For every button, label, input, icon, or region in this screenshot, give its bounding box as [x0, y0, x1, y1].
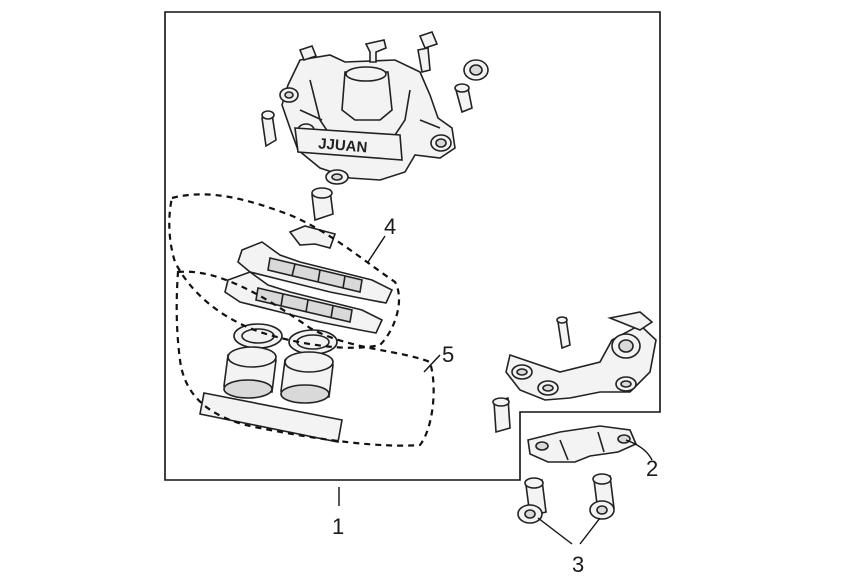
- callout-3: 3: [572, 552, 584, 577]
- callout-2: 2: [646, 456, 658, 481]
- leader-2: [625, 439, 653, 461]
- leader-3b: [579, 517, 601, 545]
- leader-4: [367, 235, 386, 263]
- callout-5: 5: [442, 342, 454, 367]
- bracket-plate: [527, 425, 638, 463]
- brake-pads: [224, 241, 394, 334]
- leader-3a: [537, 517, 573, 545]
- callout-1: 1: [332, 514, 344, 539]
- piston-seal-kit: [199, 323, 343, 443]
- pad-group-outline: [168, 193, 400, 349]
- assembly-frame: [164, 11, 661, 481]
- leader-5: [423, 354, 441, 373]
- mounting-bolts: [517, 473, 615, 524]
- caliper-small-parts: [261, 31, 489, 249]
- callout-4: 4: [384, 214, 396, 239]
- caliper-mount-bracket: [492, 311, 657, 434]
- caliper-logo: JJUAN: [318, 135, 368, 156]
- piston-group-outline: [175, 270, 435, 447]
- caliper-body: JJUAN: [279, 54, 456, 185]
